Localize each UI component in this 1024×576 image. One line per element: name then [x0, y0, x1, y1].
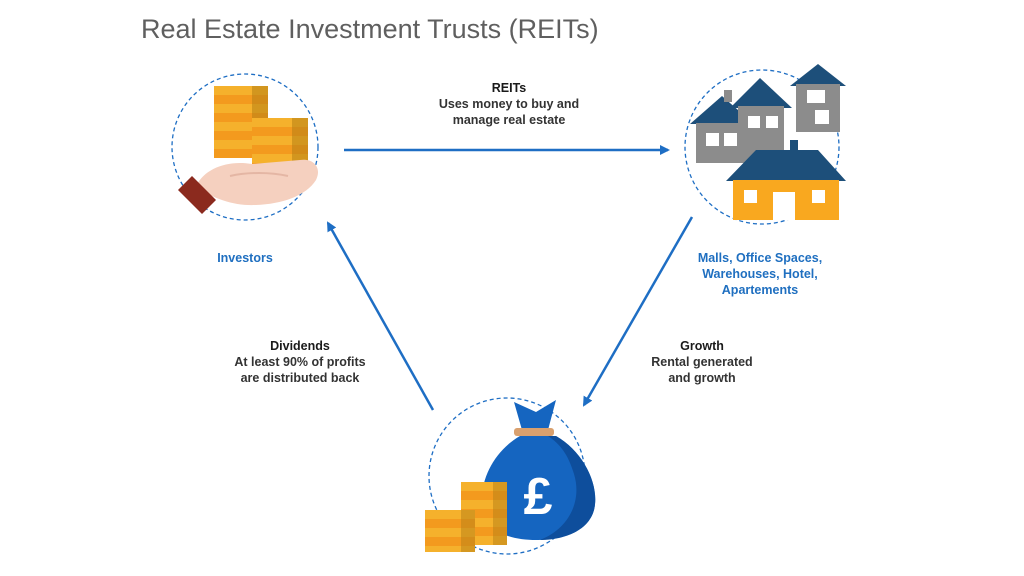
real-estate-line-2: Warehouses, Hotel,	[702, 267, 818, 281]
investors-label: Investors	[205, 250, 285, 266]
reits-flow-label: REITs Uses money to buy and manage real …	[419, 80, 599, 128]
growth-line-2: and growth	[668, 371, 736, 385]
dividends-line-2: are distributed back	[240, 371, 360, 385]
reits-heading: REITs	[491, 81, 527, 95]
investors-circle	[171, 73, 319, 221]
real-estate-label: Malls, Office Spaces, Warehouses, Hotel,…	[680, 250, 840, 298]
dividends-flow-label: Dividends At least 90% of profits are di…	[215, 338, 385, 386]
dividends-line-1: At least 90% of profits	[234, 355, 366, 369]
reits-line-2: manage real estate	[452, 113, 566, 127]
dividends-heading: Dividends	[270, 339, 330, 353]
real-estate-line-3: Apartements	[721, 283, 799, 297]
real-estate-line-1: Malls, Office Spaces,	[697, 251, 823, 265]
page-title: Real Estate Investment Trusts (REITs)	[141, 14, 599, 44]
growth-arrow	[582, 216, 694, 407]
growth-flow-label: Growth Rental generated and growth	[632, 338, 772, 386]
investors-label-text: Investors	[217, 251, 273, 265]
real-estate-circle	[684, 69, 840, 225]
coins-in-hand-icon	[178, 86, 319, 214]
growth-line-1: Rental generated	[651, 355, 753, 369]
dividends-arrow	[326, 221, 435, 411]
reits-line-1: Uses money to buy and	[438, 97, 580, 111]
real-estate-buildings-icon	[690, 64, 846, 220]
growth-heading: Growth	[680, 339, 724, 353]
money-bag-icon: £	[425, 400, 596, 552]
pound-symbol: £	[524, 468, 553, 526]
